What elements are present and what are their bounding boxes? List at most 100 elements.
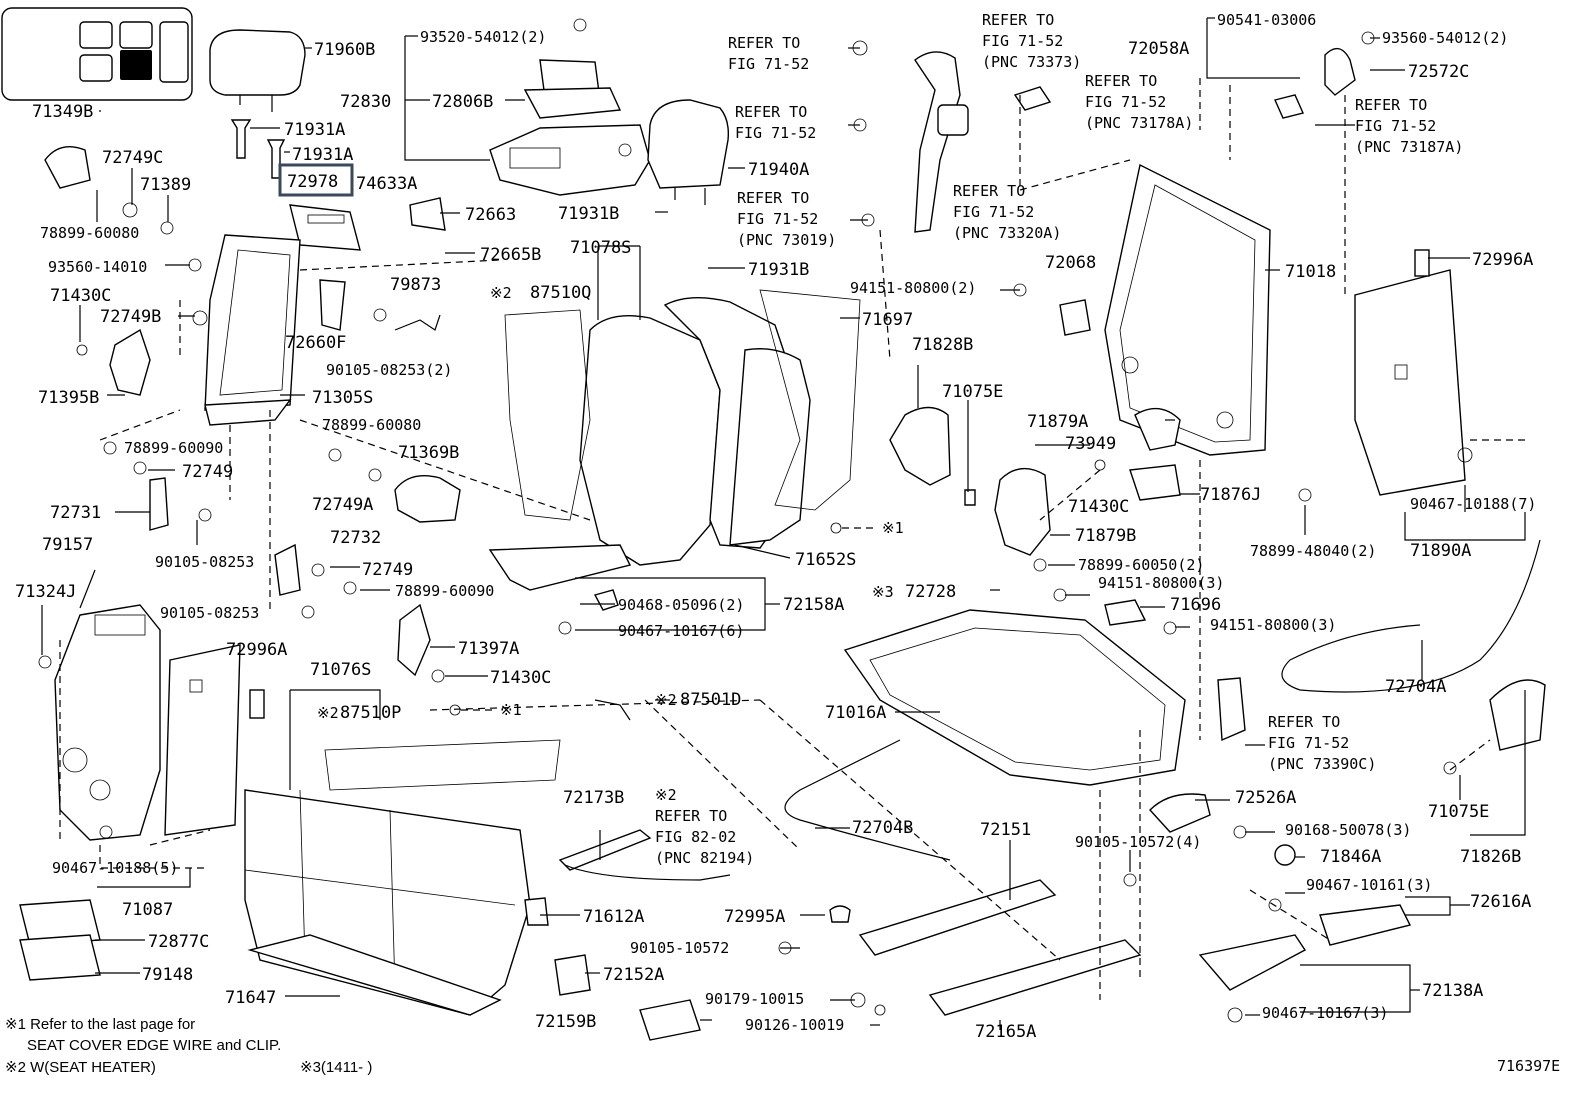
part-label-71960B[interactable]: 71960B [314,40,375,60]
part-label-72665B[interactable]: 72665B [480,245,541,265]
part-label-90179-10015[interactable]: 90179-10015 [705,990,804,1008]
part-label-72663[interactable]: 72663 [465,205,516,225]
part-label-72151[interactable]: 72151 [980,820,1031,840]
part-label-93520-54012[interactable]: 93520-54012(2) [420,28,546,46]
part-label-71430C-2[interactable]: 71430C [490,668,551,688]
part-label-71075E-2[interactable]: 71075E [1428,802,1489,822]
part-label-71697[interactable]: 71697 [862,310,913,330]
part-label-71389[interactable]: 71389 [140,175,191,195]
part-label-72749-2[interactable]: 72749 [362,560,413,580]
part-label-74633A[interactable]: 74633A [356,174,417,194]
part-label-72749B[interactable]: 72749B [100,307,161,327]
part-label-90467-10167-6[interactable]: 90467-10167(6) [618,622,744,640]
part-label-93560-54012[interactable]: 93560-54012(2) [1382,29,1508,47]
part-label-94151-80800-3b[interactable]: 94151-80800(3) [1210,616,1336,634]
part-label-72978[interactable]: 72978 [287,172,338,192]
part-label-72572C[interactable]: 72572C [1408,62,1469,82]
part-label-78899-60080-a[interactable]: 78899-60080 [40,224,139,242]
part-label-72996A-2[interactable]: 72996A [1472,250,1533,270]
part-label-71652S[interactable]: 71652S [795,550,856,570]
part-label-87510P[interactable]: 87510P [340,703,401,723]
part-label-90468-05096[interactable]: 90468-05096(2) [618,596,744,614]
part-label-71430C-3[interactable]: 71430C [1068,497,1129,517]
part-label-71430C-1[interactable]: 71430C [50,286,111,306]
part-label-72830[interactable]: 72830 [340,92,391,112]
part-label-78899-48040[interactable]: 78899-48040(2) [1250,542,1376,560]
part-label-71397A[interactable]: 71397A [458,639,519,659]
part-label-71076S[interactable]: 71076S [310,660,371,680]
part-label-71940A[interactable]: 71940A [748,160,809,180]
part-label-71078S[interactable]: 71078S [570,238,631,258]
part-label-71305S[interactable]: 71305S [312,388,373,408]
part-label-79157[interactable]: 79157 [42,535,93,555]
part-label-73949[interactable]: 73949 [1065,434,1116,454]
part-label-90168-50078[interactable]: 90168-50078(3) [1285,821,1411,839]
part-label-71826B[interactable]: 71826B [1460,847,1521,867]
part-label-71931A-1[interactable]: 71931A [284,120,345,140]
part-label-78899-60080-b[interactable]: 78899-60080 [322,416,421,434]
part-label-71931A-2[interactable]: 71931A [292,145,353,165]
part-label-87501D[interactable]: 87501D [680,690,741,710]
part-label-72159B[interactable]: 72159B [535,1012,596,1032]
part-label-72732[interactable]: 72732 [330,528,381,548]
part-label-71349B[interactable]: 71349B [32,102,93,122]
part-label-71075E-1[interactable]: 71075E [942,382,1003,402]
part-label-71018[interactable]: 71018 [1285,262,1336,282]
part-label-72704A[interactable]: 72704A [1385,677,1446,697]
part-label-71612A[interactable]: 71612A [583,907,644,927]
part-label-72152A[interactable]: 72152A [603,965,664,985]
part-label-90105-10572[interactable]: 90105-10572 [630,939,729,957]
part-label-71828B[interactable]: 71828B [912,335,973,355]
part-label-90541-03006[interactable]: 90541-03006 [1217,11,1316,29]
part-label-90467-10161[interactable]: 90467-10161(3) [1306,876,1432,894]
part-label-71931B-2[interactable]: 71931B [748,260,809,280]
part-label-72616A[interactable]: 72616A [1470,892,1531,912]
part-label-90105-08253-2[interactable]: 90105-08253(2) [326,361,452,379]
part-label-71890A[interactable]: 71890A [1410,541,1471,561]
part-label-71879A[interactable]: 71879A [1027,412,1088,432]
part-label-72749-1[interactable]: 72749 [182,462,233,482]
part-label-72877C[interactable]: 72877C [148,932,209,952]
part-label-78899-60090-b[interactable]: 78899-60090 [395,582,494,600]
part-label-71647[interactable]: 71647 [225,988,276,1008]
part-label-72731[interactable]: 72731 [50,503,101,523]
part-label-93560-14010[interactable]: 93560-14010 [48,258,147,276]
part-label-72660F[interactable]: 72660F [285,333,346,353]
part-label-78899-60050[interactable]: 78899-60050(2) [1078,556,1204,574]
part-label-71324J[interactable]: 71324J [15,582,76,602]
part-label-72996A-1[interactable]: 72996A [226,640,287,660]
part-label-90105-08253-a[interactable]: 90105-08253 [155,553,254,571]
part-label-72806B[interactable]: 72806B [432,92,493,112]
part-label-79873[interactable]: 79873 [390,275,441,295]
part-label-90467-10188-7[interactable]: 90467-10188(7) [1410,495,1536,513]
part-label-90467-10188-5[interactable]: 90467-10188(5) [52,859,178,877]
part-label-87510Q[interactable]: 87510Q [530,283,591,303]
part-label-72749A[interactable]: 72749A [312,495,373,515]
part-label-72138A[interactable]: 72138A [1422,981,1483,1001]
part-label-90126-10019[interactable]: 90126-10019 [745,1016,844,1034]
part-label-90467-10167-3[interactable]: 90467-10167(3) [1262,1004,1388,1022]
part-label-94151-80800-2[interactable]: 94151-80800(2) [850,279,976,297]
part-label-72158A[interactable]: 72158A [783,595,844,615]
part-label-72728[interactable]: 72728 [905,582,956,602]
part-label-71846A[interactable]: 71846A [1320,847,1381,867]
part-label-79148[interactable]: 79148 [142,965,193,985]
part-label-71087[interactable]: 71087 [122,900,173,920]
part-label-72704B[interactable]: 72704B [852,818,913,838]
part-label-72749C[interactable]: 72749C [102,148,163,168]
part-label-71879B[interactable]: 71879B [1075,526,1136,546]
part-label-71395B[interactable]: 71395B [38,388,99,408]
part-label-72995A[interactable]: 72995A [724,907,785,927]
part-label-71931B-1[interactable]: 71931B [558,204,619,224]
part-label-71876J[interactable]: 71876J [1200,485,1261,505]
part-label-72068[interactable]: 72068 [1045,253,1096,273]
part-label-71696[interactable]: 71696 [1170,595,1221,615]
part-label-72526A[interactable]: 72526A [1235,788,1296,808]
part-label-71016A[interactable]: 71016A [825,703,886,723]
part-label-94151-80800-3a[interactable]: 94151-80800(3) [1098,574,1224,592]
part-label-90105-10572-4[interactable]: 90105-10572(4) [1075,833,1201,851]
part-label-72165A[interactable]: 72165A [975,1022,1036,1042]
part-label-72173B[interactable]: 72173B [563,788,624,808]
part-label-72058A[interactable]: 72058A [1128,39,1189,59]
part-label-71369B[interactable]: 71369B [398,443,459,463]
